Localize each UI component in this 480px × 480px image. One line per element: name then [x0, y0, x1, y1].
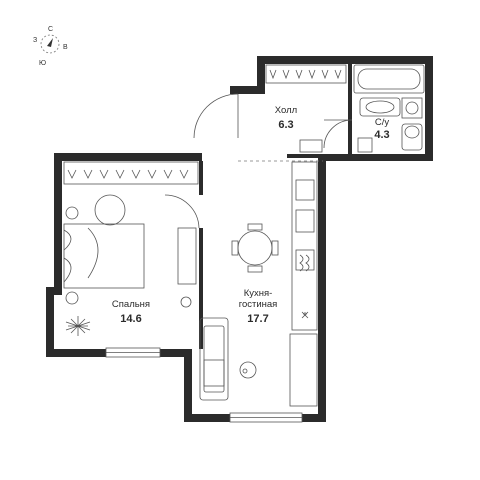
- compass-west-label: З: [33, 37, 38, 44]
- hall-wardrobe: [265, 64, 347, 84]
- bathroom-door: [323, 119, 353, 149]
- stove-icon: [295, 179, 315, 201]
- chair-icon: [180, 296, 192, 308]
- kitchen-sink-icon: [295, 209, 315, 233]
- toilet-icon: [401, 123, 423, 151]
- exterior-walls: [46, 56, 433, 422]
- room-label-hall: Холл 6.3: [262, 105, 310, 132]
- compass-east-label: В: [63, 44, 68, 51]
- hall-area: 6.3: [278, 118, 294, 131]
- kitchen-area: 17.7: [247, 312, 269, 325]
- washer-icon: [401, 97, 423, 119]
- room-label-bathroom: С/у 4.3: [360, 117, 404, 142]
- compass-rose: [40, 34, 60, 54]
- kitchen-name-line1: Кухня-: [243, 288, 273, 299]
- bedroom-desk: [177, 227, 197, 285]
- hall-shoe-rack: [299, 139, 323, 153]
- bathtub-icon: [353, 64, 425, 94]
- bedroom-wardrobe: [63, 161, 199, 185]
- bedroom-door: [164, 194, 200, 229]
- dining-table-icon: [231, 223, 279, 273]
- compass-arrow-icon: [47, 38, 53, 47]
- plant-icon: [65, 316, 91, 336]
- bathroom-fixtures: [353, 64, 425, 153]
- windows: [105, 347, 303, 423]
- bathroom-name: С/у: [374, 117, 390, 128]
- oven-icon: [295, 249, 315, 271]
- compass-south-label: Ю: [39, 60, 47, 67]
- interior-walls: [199, 64, 352, 349]
- sink-icon: [359, 97, 401, 117]
- room-label-kitchen: Кухня- гостиная 17.7: [228, 288, 288, 325]
- compass-north-label: С: [48, 26, 54, 33]
- hall-name: Холл: [274, 105, 298, 116]
- sofa-icon: [199, 317, 257, 401]
- bedroom-area: 14.6: [120, 312, 142, 325]
- bathroom-area: 4.3: [374, 128, 390, 141]
- entrance-door: [193, 93, 239, 139]
- kitchen-counter: [289, 161, 318, 407]
- bed-icon: [63, 194, 145, 305]
- bedroom-name: Спальня: [111, 299, 151, 310]
- room-label-bedroom: Спальня 14.6: [100, 299, 162, 326]
- kitchen-name-line2: гостиная: [238, 298, 278, 310]
